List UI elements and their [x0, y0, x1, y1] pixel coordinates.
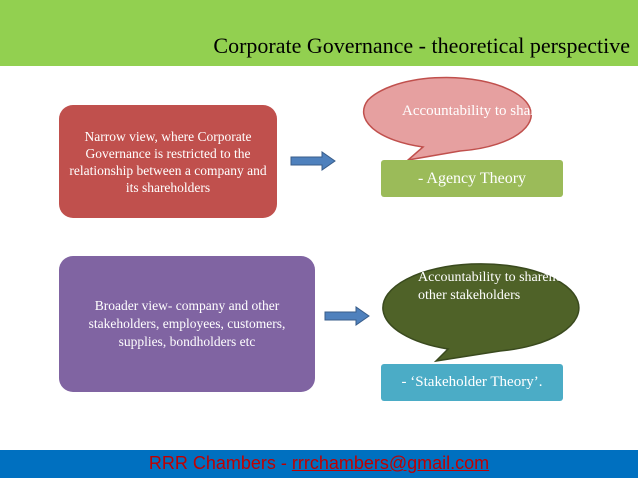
agency-theory-label: - Agency Theory	[417, 169, 527, 187]
speech-bubble-icon	[362, 76, 532, 162]
header-bar	[0, 0, 638, 66]
footer-prefix: RRR Chambers -	[148, 453, 292, 473]
stakeholder-theory-label: - ‘Stakeholder Theory’.	[401, 374, 543, 390]
right-arrow-icon	[290, 151, 336, 171]
stakeholder-theory-tag: - ‘Stakeholder Theory’.	[381, 364, 563, 401]
footer-credit: RRR Chambers - rrrchambers@gmail.com	[0, 453, 638, 474]
narrow-view-box: Narrow view, where Corporate Governance …	[59, 105, 277, 218]
shareholder-accountability-text: Accountability to shareholders.	[402, 103, 590, 119]
stakeholder-accountability-text: Accountability to shareholders & and oth…	[418, 270, 628, 303]
narrow-view-text: Narrow view, where Corporate Governance …	[69, 128, 267, 195]
broader-view-text: Broader view- company and other stakehol…	[88, 298, 286, 349]
speech-bubble-icon	[382, 263, 580, 363]
footer-email-link[interactable]: rrrchambers@gmail.com	[291, 453, 490, 473]
right-arrow-icon	[324, 306, 370, 326]
broader-view-box: Broader view- company and other stakehol…	[59, 256, 315, 392]
footer-bar	[0, 450, 638, 478]
slide-title: Corporate Governance - theoretical persp…	[213, 33, 630, 58]
agency-theory-tag: - Agency Theory	[381, 160, 563, 197]
